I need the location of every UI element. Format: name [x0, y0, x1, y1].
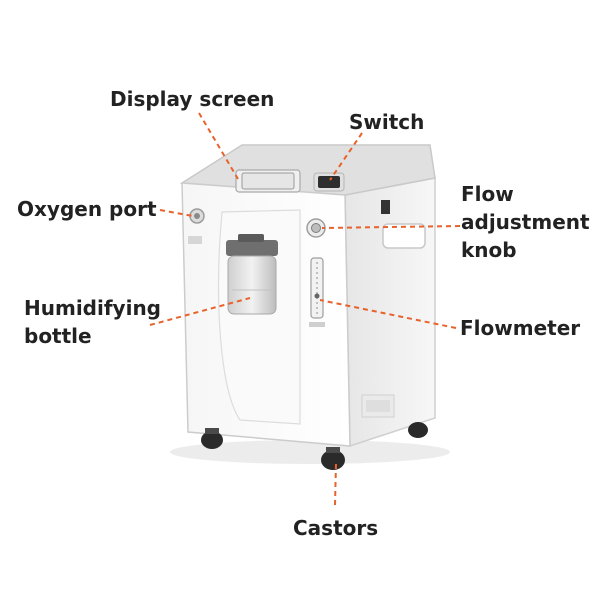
- label-flow-knob-line2: adjustment: [461, 210, 590, 234]
- label-humidifying-bottle-line1: Humidifying: [24, 296, 161, 320]
- leader-oxygen-port: [159, 209, 194, 217]
- brand-badge: [381, 200, 390, 214]
- castor-front-left: [201, 431, 223, 449]
- label-humidifying-bottle-line2: bottle: [24, 324, 92, 348]
- rating-label: [366, 400, 390, 412]
- bottle-cap-top: [238, 234, 264, 242]
- power-switch-rim: [313, 172, 345, 192]
- label-display-screen: Display screen: [110, 87, 275, 111]
- label-flow-knob-line1: Flow: [461, 182, 514, 206]
- label-oxygen-port: Oxygen port: [17, 197, 157, 221]
- bottle-cap: [226, 240, 278, 256]
- castor-mount-right: [326, 447, 340, 453]
- castor-back-right: [408, 422, 428, 438]
- flowmeter-float: [314, 293, 320, 299]
- leader-switch: [329, 132, 363, 181]
- port-sticker: [188, 236, 202, 244]
- leader-lines: [149, 112, 461, 506]
- leader-castors: [334, 462, 337, 506]
- flow-knob: [311, 223, 321, 233]
- label-castors: Castors: [293, 516, 379, 540]
- castor-mount-left: [205, 428, 219, 434]
- floor-shadow: [170, 440, 450, 464]
- label-flowmeter: Flowmeter: [460, 316, 581, 340]
- display-screen-glass: [241, 172, 295, 190]
- castor-front-right: [321, 450, 345, 470]
- humidifying-bottle-body: [227, 255, 277, 315]
- oxygen-port-nozzle: [194, 213, 200, 219]
- label-flow-knob-line3: knob: [461, 238, 517, 262]
- power-switch: [318, 176, 340, 188]
- flowmeter-label: [309, 322, 325, 327]
- side-handle: [382, 223, 426, 249]
- label-switch: Switch: [349, 110, 425, 134]
- leader-display-screen: [198, 112, 239, 180]
